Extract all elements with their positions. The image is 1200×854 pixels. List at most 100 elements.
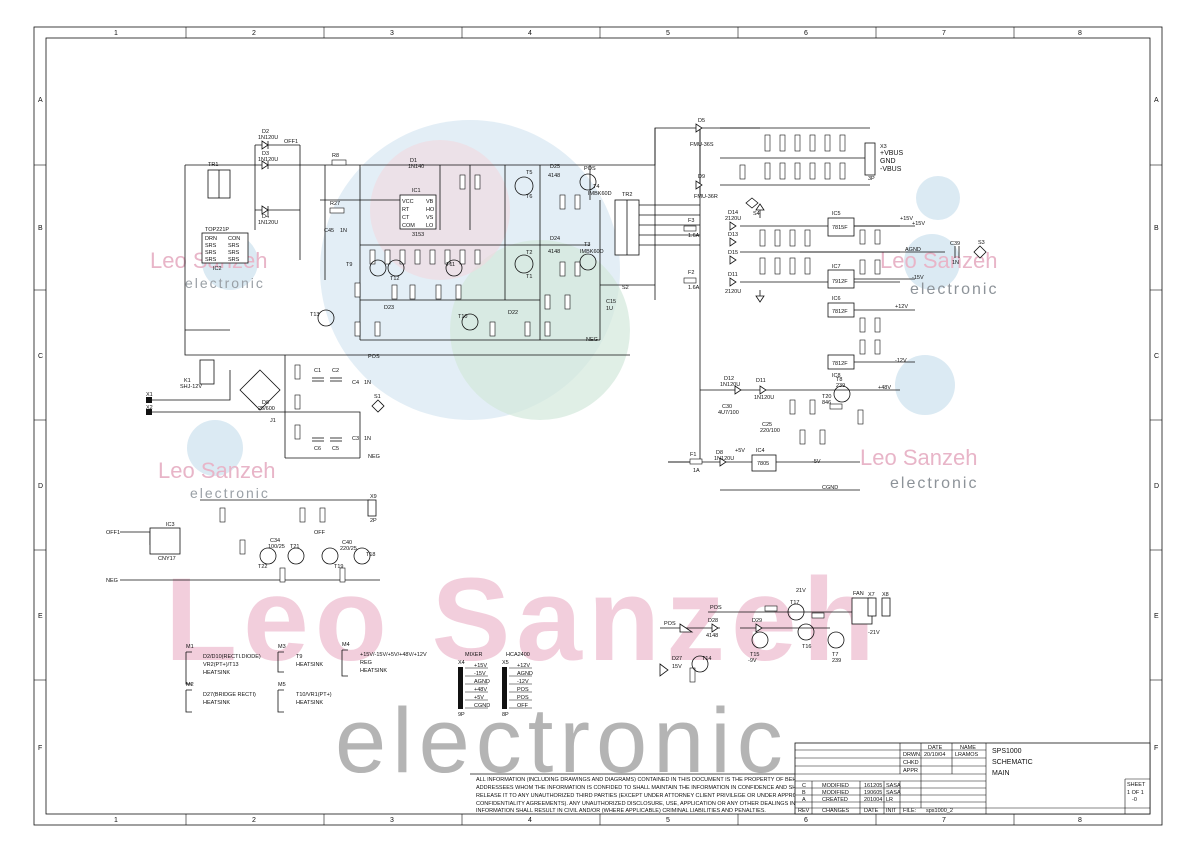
x4-pin: +48V [474, 687, 487, 693]
m1-line-b: VR2(PT+)/T13 [203, 662, 239, 668]
r27-label: R27 [330, 201, 340, 207]
f1-label: F1 [690, 452, 696, 458]
c3-value: 1N [364, 436, 371, 442]
off-label: OFF [314, 530, 326, 536]
t7-label: T7 [832, 652, 838, 658]
drwn-date: 20/10/04 [924, 752, 945, 758]
ic2-pin: SRS [205, 243, 217, 249]
chkd-label: CHKD [903, 760, 919, 766]
x7-label: X7 [868, 592, 875, 598]
mains-input: D6 25/600 J1 K1 SHJ-12V X1 X2 C1 C2 C6 C… [146, 354, 385, 460]
ic3-part: CNY17 [158, 556, 176, 562]
t19-label: T19 [334, 564, 343, 570]
t20-label: T20 [822, 394, 831, 400]
rev-date: 190605 [864, 790, 882, 796]
ic6-part: 7812F [832, 309, 848, 315]
x4-label: X4 [458, 660, 465, 666]
ic2-pin: SRS [228, 250, 240, 256]
sheet-label: SHEET [1127, 782, 1146, 788]
c1-label: C1 [314, 368, 321, 374]
ic4-label: IC4 [756, 448, 765, 454]
t10-label: T10 [458, 314, 467, 320]
d2-label: D2 [262, 129, 269, 135]
changes-header: CHANGES [822, 808, 850, 814]
ic8-part: 7812F [832, 361, 848, 367]
watermark-right2-b: electronic [890, 475, 978, 492]
col-label: 8 [1078, 817, 1082, 824]
row-label: F [1154, 745, 1158, 752]
voltage-regulators: IC5 7815F IC7 7912F IC6 7812F IC8 7812F … [755, 203, 987, 379]
f3-value: 1.6A [688, 233, 700, 239]
cgnd-label: CGND [822, 485, 838, 491]
col-label: 8 [1078, 30, 1082, 37]
d9-label: D9 [698, 174, 705, 180]
date-header: DATE [928, 745, 943, 751]
d14-part: 2120U [725, 216, 741, 222]
t17-label: T17 [790, 600, 799, 606]
p15v-label-2: +15V [912, 221, 925, 227]
ic2-pin: DRN [205, 236, 217, 242]
x5-pin: OFF [517, 703, 529, 709]
c30-value: 4U7/100 [718, 410, 739, 416]
row-label: C [38, 353, 43, 360]
t22-label: T22 [258, 564, 267, 570]
rev-row: A [802, 797, 806, 803]
d1-label: D1 [410, 158, 417, 164]
s4-label: S4 [753, 211, 760, 217]
frame-labels: 1 2 3 4 5 6 7 8 1 2 3 4 5 6 7 8 A B C D … [38, 30, 1159, 824]
t1-label: T1 [526, 274, 532, 280]
col-label: 5 [666, 817, 670, 824]
ic1-pin: VB [426, 199, 434, 205]
rev-date: 201004 [864, 797, 882, 803]
t8-part: 239 [836, 383, 845, 389]
x1-label: X1 [146, 392, 153, 398]
d4-label: D4 [262, 214, 269, 220]
m5-line-a: T10/VR1(PT+) [296, 692, 332, 698]
ic7-label: IC7 [832, 264, 841, 270]
m4-label: M4 [342, 642, 350, 648]
rev-header: REV [798, 808, 810, 814]
t18-label: T18 [366, 552, 375, 558]
d27-label: D27 [672, 656, 682, 662]
rev-change: CREATED [822, 797, 848, 803]
t3-part: IMBK60D [580, 249, 604, 255]
disclaimer-line: RELEASE IT TO ANY UNAUTHORIZED THIRD PAR… [476, 793, 817, 799]
row-label: C [1154, 353, 1159, 360]
j1-label: J1 [270, 418, 276, 424]
diodes-d2-d4: D2 1N120U OFF1 D3 1N120U D4 1N120U [258, 129, 298, 226]
s2-label: S2 [622, 285, 629, 291]
tr2-label: TR2 [622, 192, 632, 198]
x5-pins: 8P [502, 712, 509, 718]
c39-label: C39 [950, 241, 960, 247]
drwn-name: LRAMOS [955, 752, 979, 758]
x4-pin: -15V [474, 671, 486, 677]
primary-wiring [184, 127, 760, 356]
date-col-header: DATE [864, 808, 879, 814]
col-label: 2 [252, 30, 256, 37]
row-label: A [38, 97, 43, 104]
m2-line-b: HEATSINK [203, 700, 230, 706]
m2-line-a: D27(BRIDGE RECTI) [203, 692, 256, 698]
m3-line-a: T9 [296, 654, 302, 660]
row-label: D [1154, 483, 1159, 490]
m4-line-b: REG [360, 660, 372, 666]
tr1-label: TR1 [208, 162, 218, 168]
row-label: E [38, 613, 43, 620]
sheet-rev: -0 [1132, 797, 1137, 803]
t7-part: 239 [832, 658, 841, 664]
title-line-2: SCHEMATIC [992, 759, 1033, 766]
title-line-1: SPS1000 [992, 748, 1022, 755]
gnd-label: GND [880, 158, 896, 165]
ic2-pin: SRS [228, 243, 240, 249]
file-label: FILE: [903, 808, 917, 814]
f1-value: 1A [693, 468, 700, 474]
t6-label: T6 [526, 194, 532, 200]
row-label: A [1154, 97, 1159, 104]
ic5-part: 7815F [832, 225, 848, 231]
m3-line-b: HEATSINK [296, 662, 323, 668]
t13-label: T13 [310, 312, 319, 318]
fan-control: POS POS D28 4148 D29 T15 T17 T16 T7 239 … [659, 588, 891, 683]
col-label: 3 [390, 817, 394, 824]
pos-label-d: POS [710, 605, 722, 611]
rev-name: SASA [886, 790, 901, 796]
